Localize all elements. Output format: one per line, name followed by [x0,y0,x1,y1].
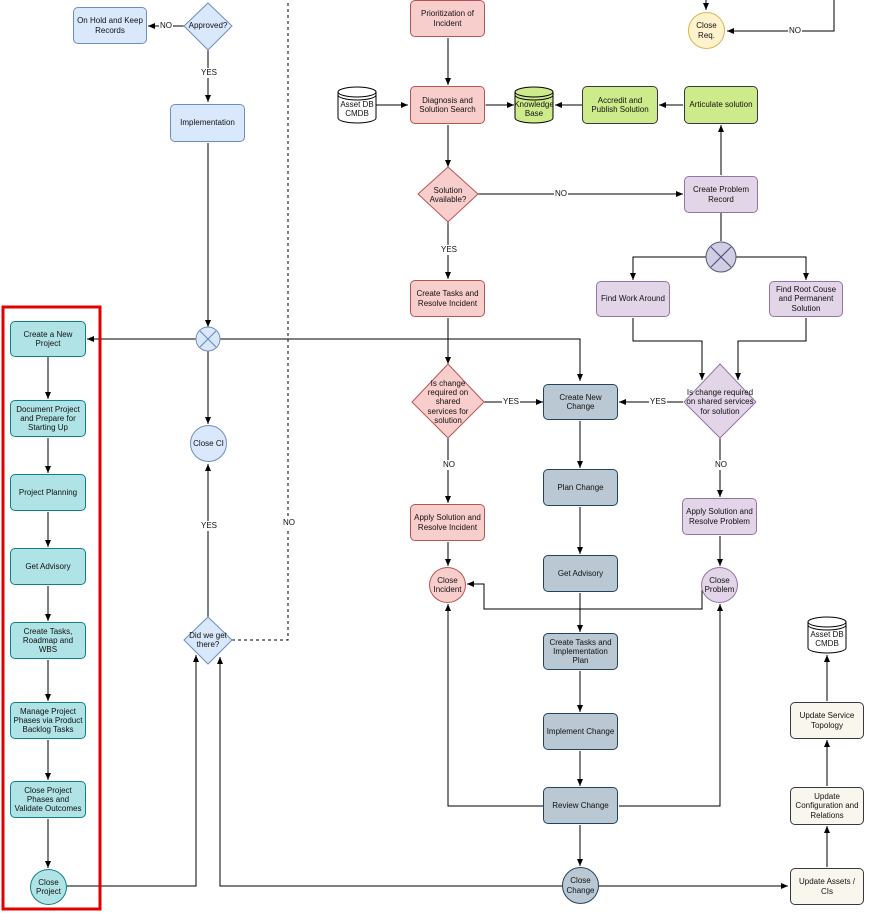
update-configuration-box[interactable]: Update Configuration and Relations [790,787,864,825]
asset-db-bottom-label: Asset DB CMDB [810,630,844,648]
prioritization-box[interactable]: Prioritization of Incident [410,0,485,37]
close-project-circle[interactable]: Close Project [30,869,67,905]
edge-label-no-onhold: NO [159,21,173,31]
document-project-box[interactable]: Document Project and Prepare for Startin… [10,400,86,437]
edge-didwe-no-dashed [232,0,289,641]
edge-label-yes-changeleft: YES [502,397,521,407]
implement-change-box[interactable]: Implement Change [543,713,618,750]
approved-label: Approved? [188,21,228,31]
create-tasks-roadmap-box[interactable]: Create Tasks, Roadmap and WBS [10,622,86,659]
edge-closechange-to-didwe [217,657,563,887]
implementation-box[interactable]: Implementation [170,104,245,142]
accredit-publish-box[interactable]: Accredit and Publish Solution [582,86,658,124]
change-required-left-diamond [411,363,485,439]
articulate-solution-box[interactable]: Articulate solution [684,86,758,124]
asset-db-top-cylinder [337,86,377,124]
project-planning-box[interactable]: Project Planning [10,474,86,511]
edge-label-no-closereq: NO [788,26,802,36]
close-ci-circle[interactable]: Close CI [190,425,227,462]
parallel-gateway-right-icon [705,241,737,273]
create-new-change-box[interactable]: Create New Change [543,384,618,420]
asset-db-top-label: Asset DB CMDB [340,100,374,118]
edge-gateway2-to-rootcause [736,256,809,280]
edge-closeprob-to-closeinc [467,581,703,610]
plan-change-box[interactable]: Plan Change [543,469,618,506]
approved-diamond [183,2,233,51]
edge-gateway-to-newchange [220,338,583,381]
close-incident-circle[interactable]: Close Incident [429,567,466,603]
change-required-right-diamond [683,363,757,439]
project-lane-highlight [1,305,102,911]
find-work-around-box[interactable]: Find Work Around [596,281,670,317]
edge-label-yes-solavail: YES [440,245,459,255]
create-new-project-box[interactable]: Create a New Project [10,321,86,357]
solution-available-label: Solution Available? [429,185,467,204]
edge-rootcause-to-changeright [735,318,807,380]
manage-phases-box[interactable]: Manage Project Phases via Product Backlo… [10,702,86,739]
edge-label-no-solavail: NO [554,189,568,199]
create-tasks-resolve-box[interactable]: Create Tasks and Resolve Incident [410,280,485,317]
close-change-circle[interactable]: Close Change [562,867,599,904]
edge-gateway2-to-workaround [630,256,706,280]
create-tasks-impl-box[interactable]: Create Tasks and Implementation Plan [543,633,618,670]
find-root-cause-box[interactable]: Find Root Couse and Permanent Solution [769,281,843,317]
edge-label-no-dashed: NO [282,518,296,528]
get-advisory-mid-box[interactable]: Get Advisory [543,555,618,592]
edge-label-no-changeright: NO [714,460,728,470]
edge-workaround-to-changeright [632,318,705,380]
close-problem-circle[interactable]: Close Problem [701,567,738,603]
get-advisory-left-box[interactable]: Get Advisory [10,548,86,585]
did-we-get-there-diamond [183,616,233,665]
change-required-right-label: Is change required on shared services fo… [686,388,754,416]
parallel-gateway-left-icon [195,326,221,352]
review-change-box[interactable]: Review Change [543,787,618,824]
edge-review-to-closeprob [619,604,723,807]
edge-label-yes-didwe: YES [200,521,219,531]
apply-solution-problem-box[interactable]: Apply Solution and Resolve Problem [682,498,757,535]
create-problem-record-box[interactable]: Create Problem Record [684,176,758,213]
solution-available-diamond [417,166,479,223]
update-assets-box[interactable]: Update Assets / CIs [790,868,864,905]
diagnosis-box[interactable]: Diagnosis and Solution Search [410,86,485,124]
edge-review-to-closeinc [445,604,543,807]
asset-db-bottom-cylinder [807,616,847,654]
edge-label-yes-changeright: YES [649,397,668,407]
on-hold-box[interactable]: On Hold and Keep Records [73,7,147,44]
edge-label-yes-approved: YES [200,68,219,78]
close-phases-box[interactable]: Close Project Phases and Validate Outcom… [10,781,86,818]
knowledge-base-cylinder [514,86,554,124]
knowledge-base-label: Knowledge Base [514,100,554,118]
update-service-topology-box[interactable]: Update Service Topology [790,702,864,739]
did-we-get-there-label: Did we get there? [189,630,227,649]
edge-label-no-changeleft: NO [442,460,456,470]
edge-closeproject-to-didwe [67,655,199,887]
change-required-left-label: Is change required on shared services fo… [427,379,469,425]
edge-right-to-closereq [727,0,835,34]
close-req-circle[interactable]: Close Req. [688,12,725,49]
apply-solution-incident-box[interactable]: Apply Solution and Resolve Incident [410,504,485,541]
